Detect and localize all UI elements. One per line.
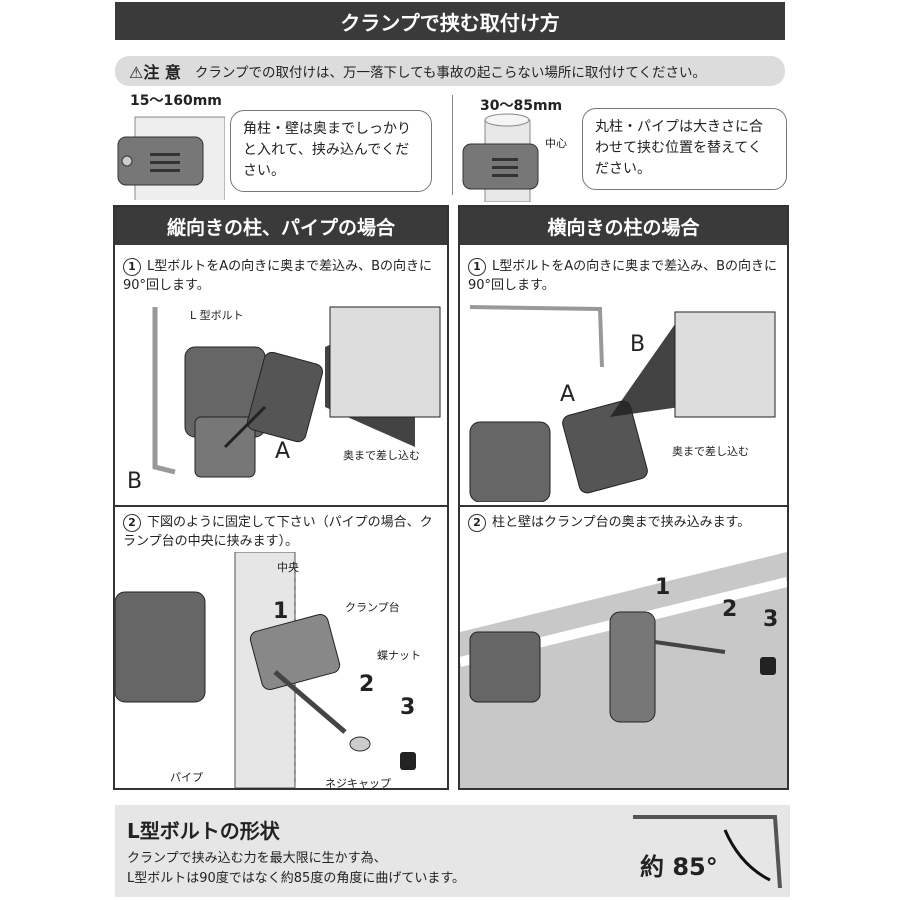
- insert-label: 奥まで差し込む: [672, 445, 749, 458]
- label-b: B: [127, 469, 143, 494]
- step-instruction: L型ボルトをAの向きに奥まで差込み、Bの向きに90°回します。: [123, 259, 433, 293]
- label-a: A: [275, 439, 291, 464]
- pipe-label: パイプ: [170, 771, 203, 784]
- step-number: 1: [123, 258, 141, 276]
- step-number: 2: [468, 514, 486, 532]
- square-note: 角柱・壁は奥までしっかりと入れて、挟み込んでください。: [230, 110, 432, 192]
- description-line: クランプで挟み込む力を最大限に生かす為、: [127, 851, 387, 866]
- label-b: B: [630, 332, 646, 357]
- step2-illustration: [460, 552, 787, 788]
- angle-label: 約 85°: [640, 853, 718, 881]
- panel-title: 横向きの柱の場合: [460, 207, 787, 245]
- insert-label: 奥まで差し込む: [343, 449, 420, 462]
- step2-illustration: [115, 552, 416, 788]
- arrow-number-1: 1: [655, 575, 671, 600]
- round-range: 30〜85mm: [480, 98, 563, 114]
- panel-title: 縦向きの柱、パイプの場合: [115, 207, 447, 245]
- square-clamp-illustration: [117, 116, 225, 200]
- step-instruction: 柱と壁はクランプ台の奥まで挟み込みます。: [492, 515, 751, 530]
- l-bolt-angle-icon: [633, 815, 782, 889]
- bolt-shape-title: L型ボルトの形状: [127, 819, 280, 843]
- square-range: 15〜160mm: [130, 93, 222, 109]
- arrow-number-3: 3: [400, 695, 416, 720]
- caution-text: クランプでの取付けは、万一落下しても事故の起こらない場所に取付けてください。: [194, 65, 707, 81]
- bolt-shape-description: クランプで挟み込む力を最大限に生かす為、 L型ボルトは90度ではなく約85度の角…: [127, 849, 465, 889]
- wing-nut-label: 蝶ナット: [377, 649, 421, 662]
- step1-illustration: [469, 305, 776, 502]
- step-number: 1: [468, 258, 486, 276]
- warning-triangle-icon: ⚠: [129, 63, 144, 82]
- step-instruction: 下図のように固定して下さい（パイプの場合、クランプ台の中央に挟みます）。: [123, 515, 433, 549]
- clamp-base-label: クランプ台: [345, 601, 400, 614]
- step-instruction: L型ボルトをAの向きに奥まで差込み、Bの向きに90°回します。: [468, 259, 778, 293]
- page-title: クランプで挟む取付け方: [115, 2, 785, 40]
- center-label: 中央: [277, 561, 299, 574]
- step-number: 2: [123, 514, 141, 532]
- arrow-number-3: 3: [763, 607, 779, 632]
- bolt-shape-section: L型ボルトの形状 クランプで挟み込む力を最大限に生かす為、 L型ボルトは90度で…: [115, 805, 790, 897]
- caution-bar: ⚠注 意 クランプでの取付けは、万一落下しても事故の起こらない場所に取付けてくだ…: [115, 56, 785, 86]
- arrow-number-1: 1: [273, 599, 289, 624]
- caution-label: 注 意: [143, 63, 181, 82]
- l-bolt-label: L 型ボルト: [190, 309, 244, 322]
- step-divider: [460, 505, 787, 507]
- screw-cap-label: ネジキャップ: [325, 777, 391, 790]
- divider: [452, 95, 453, 195]
- step-divider: [115, 505, 447, 507]
- arrow-number-2: 2: [359, 672, 375, 697]
- description-line: L型ボルトは90度ではなく約85度の角度に曲げています。: [127, 871, 466, 886]
- step1-illustration: [152, 306, 441, 478]
- round-note: 丸柱・パイプは大きさに合わせて挟む位置を替えてください。: [582, 108, 787, 190]
- step2-text: 2 柱と壁はクランプ台の奥まで挟み込みます。: [468, 513, 781, 532]
- round-clamp-illustration: [462, 113, 539, 202]
- center-label: 中心: [545, 137, 567, 150]
- arrow-number-2: 2: [722, 597, 738, 622]
- label-a: A: [560, 382, 576, 407]
